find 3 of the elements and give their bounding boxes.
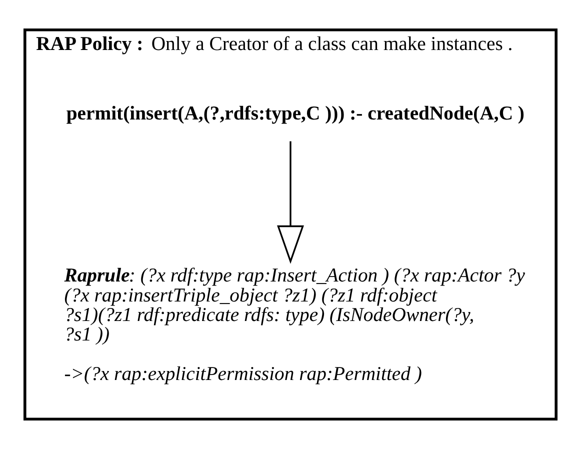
node-text: Raprule: (?x rdf:type rap:Insert_Action ) (?x rap:Actor ?y (?x rap:insertTriple_object ?z1) (?z1 rdf:object ?s1)(?z1 rdf:predicate rdfs: type) (IsNodeOwner(?y, ?s1 )) ->(?x rap:explicitPermission rap:Permitted ) (64, 264, 525, 386)
node-text: permit(insert(A,(?,rdfs:type,C ))) :- createdNode(A,C ) (66, 102, 524, 124)
arrow (277, 141, 304, 264)
